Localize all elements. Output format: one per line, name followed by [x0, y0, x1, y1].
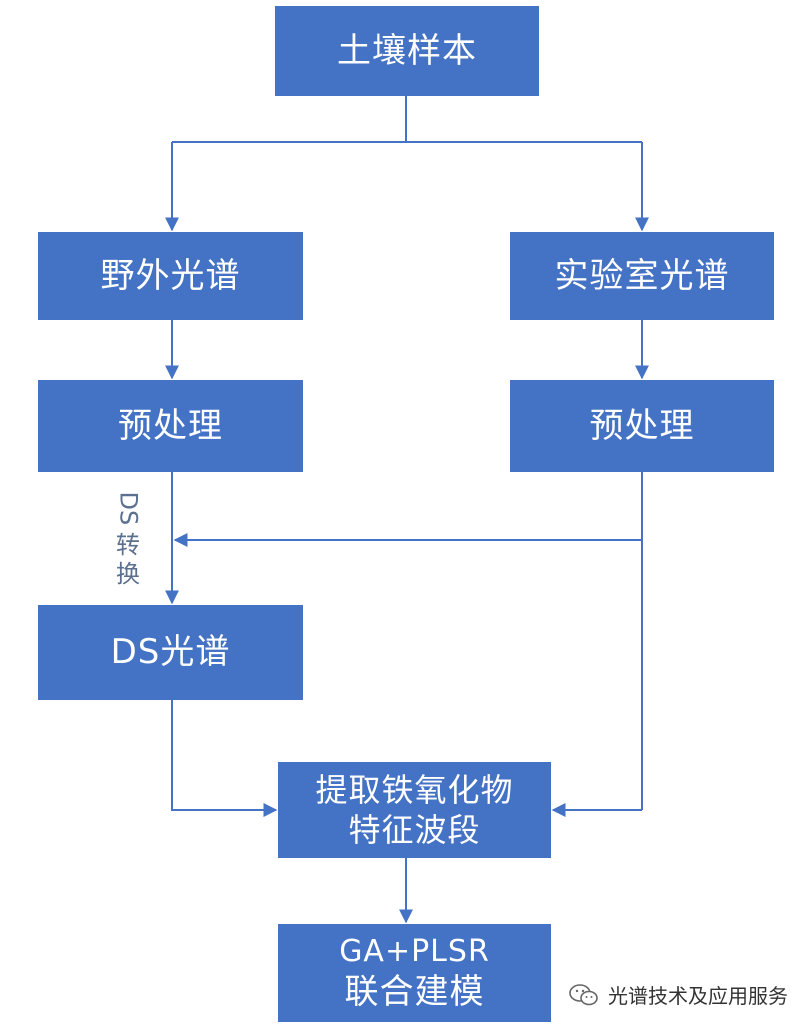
node-ds-spectra-label: DS光谱 — [110, 632, 231, 673]
node-model-line2: 联合建模 — [344, 971, 485, 1012]
node-extract-bands-line2: 特征波段 — [348, 811, 481, 849]
node-extract-bands-line1: 提取铁氧化物 — [315, 771, 514, 809]
edge-label-ds-char2: 换 — [116, 559, 140, 588]
node-lab-spectra-label: 实验室光谱 — [554, 255, 730, 296]
edge-label-ds-char1: 转 — [116, 530, 140, 559]
node-field-spectra: 野外光谱 — [38, 232, 303, 320]
arrow-ds-to-extract — [171, 700, 278, 817]
wechat-icon — [569, 983, 598, 1005]
node-lab-spectra: 实验室光谱 — [510, 232, 774, 320]
node-preprocess-left: 预处理 — [38, 380, 303, 472]
watermark-text: 光谱技术及应用服务 — [608, 984, 788, 1008]
edge-label-ds-transform: DS 转 换 — [108, 488, 148, 588]
edge-label-ds-latin: DS — [114, 491, 143, 526]
node-ds-spectra: DS光谱 — [38, 605, 303, 700]
node-preprocess-left-label: 预处理 — [118, 405, 223, 446]
node-model: GA+PLSR 联合建模 — [278, 924, 551, 1022]
node-preprocess-right-label: 预处理 — [589, 405, 695, 446]
node-field-spectra-label: 野外光谱 — [100, 255, 241, 296]
node-extract-bands: 提取铁氧化物 特征波段 — [278, 762, 551, 858]
watermark: 光谱技术及应用服务 — [568, 980, 788, 1009]
node-preprocess-right: 预处理 — [510, 380, 774, 472]
node-soil-sample-label: 土壤样本 — [337, 30, 477, 71]
node-model-line1: GA+PLSR — [339, 934, 490, 969]
node-soil-sample: 土壤样本 — [275, 6, 539, 96]
